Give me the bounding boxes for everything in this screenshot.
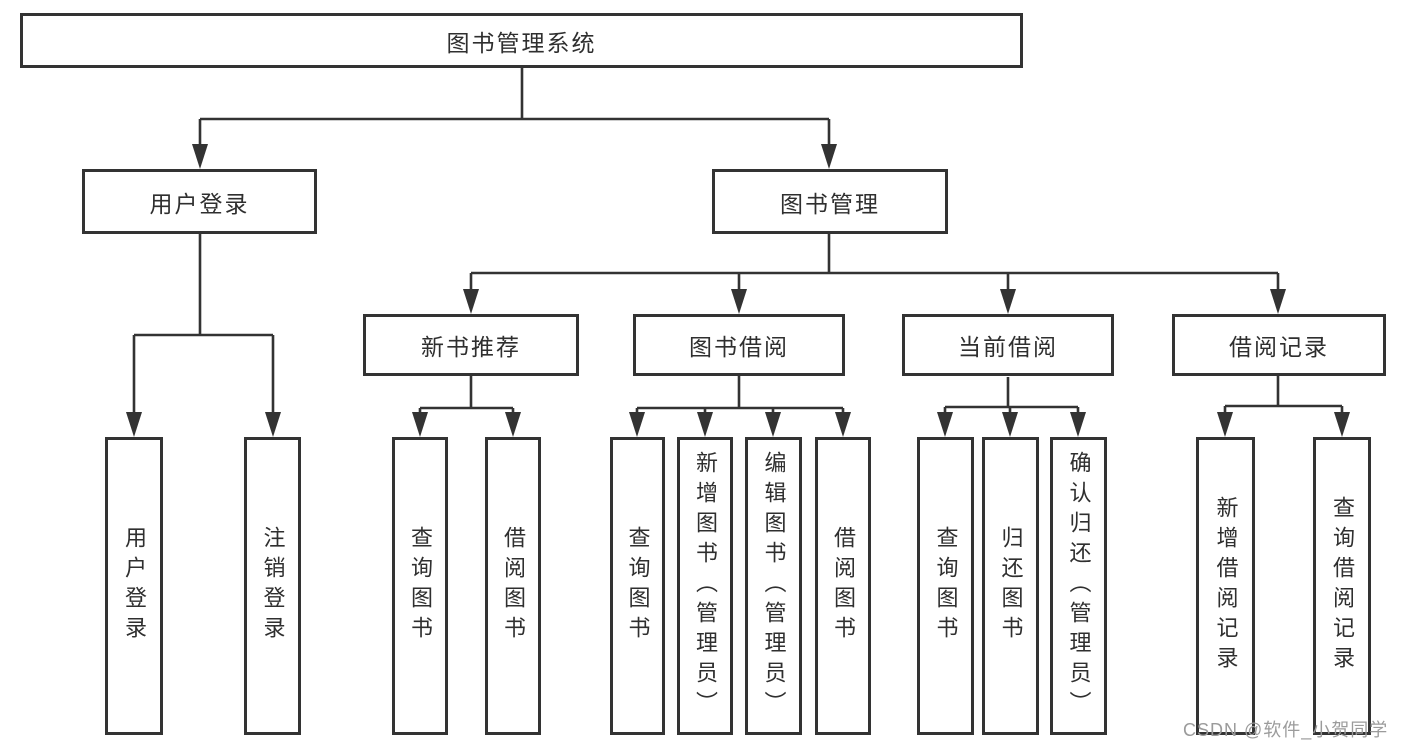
watermark: CSDN @软件_小贺同学	[1183, 720, 1389, 740]
leaf-confirm-return-admin-label: 确认归还（管理员）	[1066, 451, 1092, 721]
node-root-label: 图书管理系统	[446, 29, 597, 56]
leaf-borrow-books-label: 借阅图书	[831, 526, 856, 646]
node-user-login: 用户登录	[82, 169, 317, 234]
leaf-query-books-borrow: 查询图书	[610, 437, 665, 735]
node-current-borrowing: 当前借阅	[902, 314, 1114, 376]
leaf-logout-label: 注销登录	[260, 526, 286, 646]
leaf-borrow-books-recommend-label: 借阅图书	[501, 526, 526, 646]
node-book-management: 图书管理	[712, 169, 948, 234]
leaf-edit-book-admin-label: 编辑图书（管理员）	[761, 451, 787, 721]
leaf-edit-book-admin: 编辑图书（管理员）	[745, 437, 802, 735]
leaf-add-borrow-record-label: 新增借阅记录	[1213, 496, 1239, 676]
node-borrow-records: 借阅记录	[1172, 314, 1386, 376]
node-book-borrowing-label: 图书借阅	[689, 334, 789, 360]
leaf-query-books-current: 查询图书	[917, 437, 974, 735]
leaf-query-books-recommend: 查询图书	[392, 437, 448, 735]
node-user-login-label: 用户登录	[149, 190, 250, 217]
leaf-user-login-label: 用户登录	[122, 526, 147, 646]
node-current-borrowing-label: 当前借阅	[958, 334, 1058, 360]
node-book-borrowing: 图书借阅	[633, 314, 845, 376]
node-root: 图书管理系统	[20, 13, 1023, 68]
leaf-query-books-recommend-label: 查询图书	[408, 526, 433, 646]
node-book-management-label: 图书管理	[780, 190, 880, 217]
node-borrow-records-label: 借阅记录	[1229, 334, 1329, 360]
leaf-query-borrow-record: 查询借阅记录	[1313, 437, 1371, 735]
leaf-query-books-borrow-label: 查询图书	[625, 526, 651, 646]
leaf-borrow-books-recommend: 借阅图书	[485, 437, 541, 735]
leaf-query-books-current-label: 查询图书	[933, 526, 959, 646]
node-new-book-recommend-label: 新书推荐	[421, 334, 521, 360]
leaf-confirm-return-admin: 确认归还（管理员）	[1050, 437, 1107, 735]
leaf-add-book-admin: 新增图书（管理员）	[677, 437, 733, 735]
leaf-user-login: 用户登录	[105, 437, 163, 735]
leaf-add-borrow-record: 新增借阅记录	[1196, 437, 1255, 735]
leaf-query-borrow-record-label: 查询借阅记录	[1330, 496, 1355, 676]
leaf-borrow-books: 借阅图书	[815, 437, 871, 735]
leaf-add-book-admin-label: 新增图书（管理员）	[693, 451, 718, 721]
node-new-book-recommend: 新书推荐	[363, 314, 579, 376]
leaf-return-books: 归还图书	[982, 437, 1039, 735]
leaf-return-books-label: 归还图书	[998, 526, 1024, 646]
leaf-logout: 注销登录	[244, 437, 301, 735]
